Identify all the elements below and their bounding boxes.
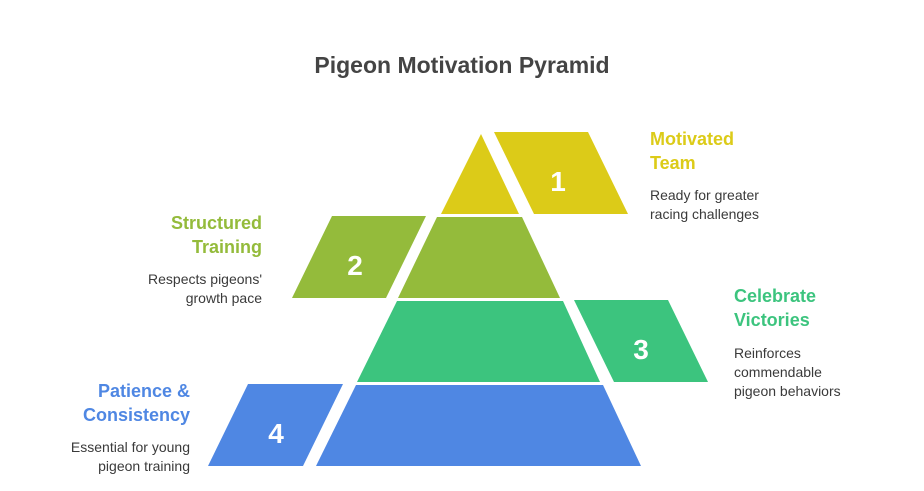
level-2-description: Respects pigeons' growth pace bbox=[90, 270, 262, 308]
level-4-heading-line2: Consistency bbox=[82, 405, 190, 425]
level-4-number: 4 bbox=[268, 418, 284, 449]
pyramid-tier-4 bbox=[316, 385, 641, 466]
level-4-description: Essential for young pigeon training bbox=[20, 438, 190, 476]
pyramid-tier-3 bbox=[357, 301, 600, 382]
level-1-description: Ready for greater racing challenges bbox=[650, 186, 759, 224]
level-1-heading-line2: Team bbox=[650, 153, 696, 173]
level-3-description: Reinforces commendable pigeon behaviors bbox=[734, 344, 841, 401]
level-1-badge bbox=[494, 132, 628, 214]
level-2-number: 2 bbox=[347, 250, 363, 281]
level-3-desc-line2: commendable bbox=[734, 364, 822, 380]
level-1-desc-line2: racing challenges bbox=[650, 206, 759, 222]
level-3-badge bbox=[574, 300, 708, 382]
level-3-number: 3 bbox=[633, 334, 649, 365]
diagram-title: Pigeon Motivation Pyramid bbox=[314, 52, 610, 78]
level-4-badge bbox=[208, 384, 343, 466]
level-1-desc-line1: Ready for greater bbox=[650, 187, 759, 203]
level-4-desc-line1: Essential for young bbox=[70, 439, 190, 455]
level-1-heading-line1: Motivated bbox=[650, 129, 735, 149]
level-3-heading: Celebrate Victories bbox=[734, 284, 816, 332]
level-2-heading-line2: Training bbox=[191, 237, 262, 257]
level-2-heading-line1: Structured bbox=[170, 213, 262, 233]
level-3-desc-line1: Reinforces bbox=[734, 345, 801, 361]
level-2-badge bbox=[292, 216, 426, 298]
level-1-heading: Motivated Team bbox=[650, 127, 734, 175]
level-1-number: 1 bbox=[550, 166, 566, 197]
level-2-desc-line1: Respects pigeons' bbox=[148, 271, 262, 287]
level-3-heading-line1: Celebrate bbox=[734, 286, 817, 306]
level-4-heading-line1: Patience & bbox=[97, 381, 190, 401]
pyramid-tier-2 bbox=[398, 217, 560, 298]
level-2-heading: Structured Training bbox=[90, 211, 262, 259]
level-4-desc-line2: pigeon training bbox=[98, 458, 190, 474]
level-3-heading-line2: Victories bbox=[734, 310, 810, 330]
level-4-heading: Patience & Consistency bbox=[20, 379, 190, 427]
pyramid-tier-1 bbox=[441, 134, 519, 214]
level-3-desc-line3: pigeon behaviors bbox=[734, 383, 841, 399]
level-2-desc-line2: growth pace bbox=[185, 290, 262, 306]
